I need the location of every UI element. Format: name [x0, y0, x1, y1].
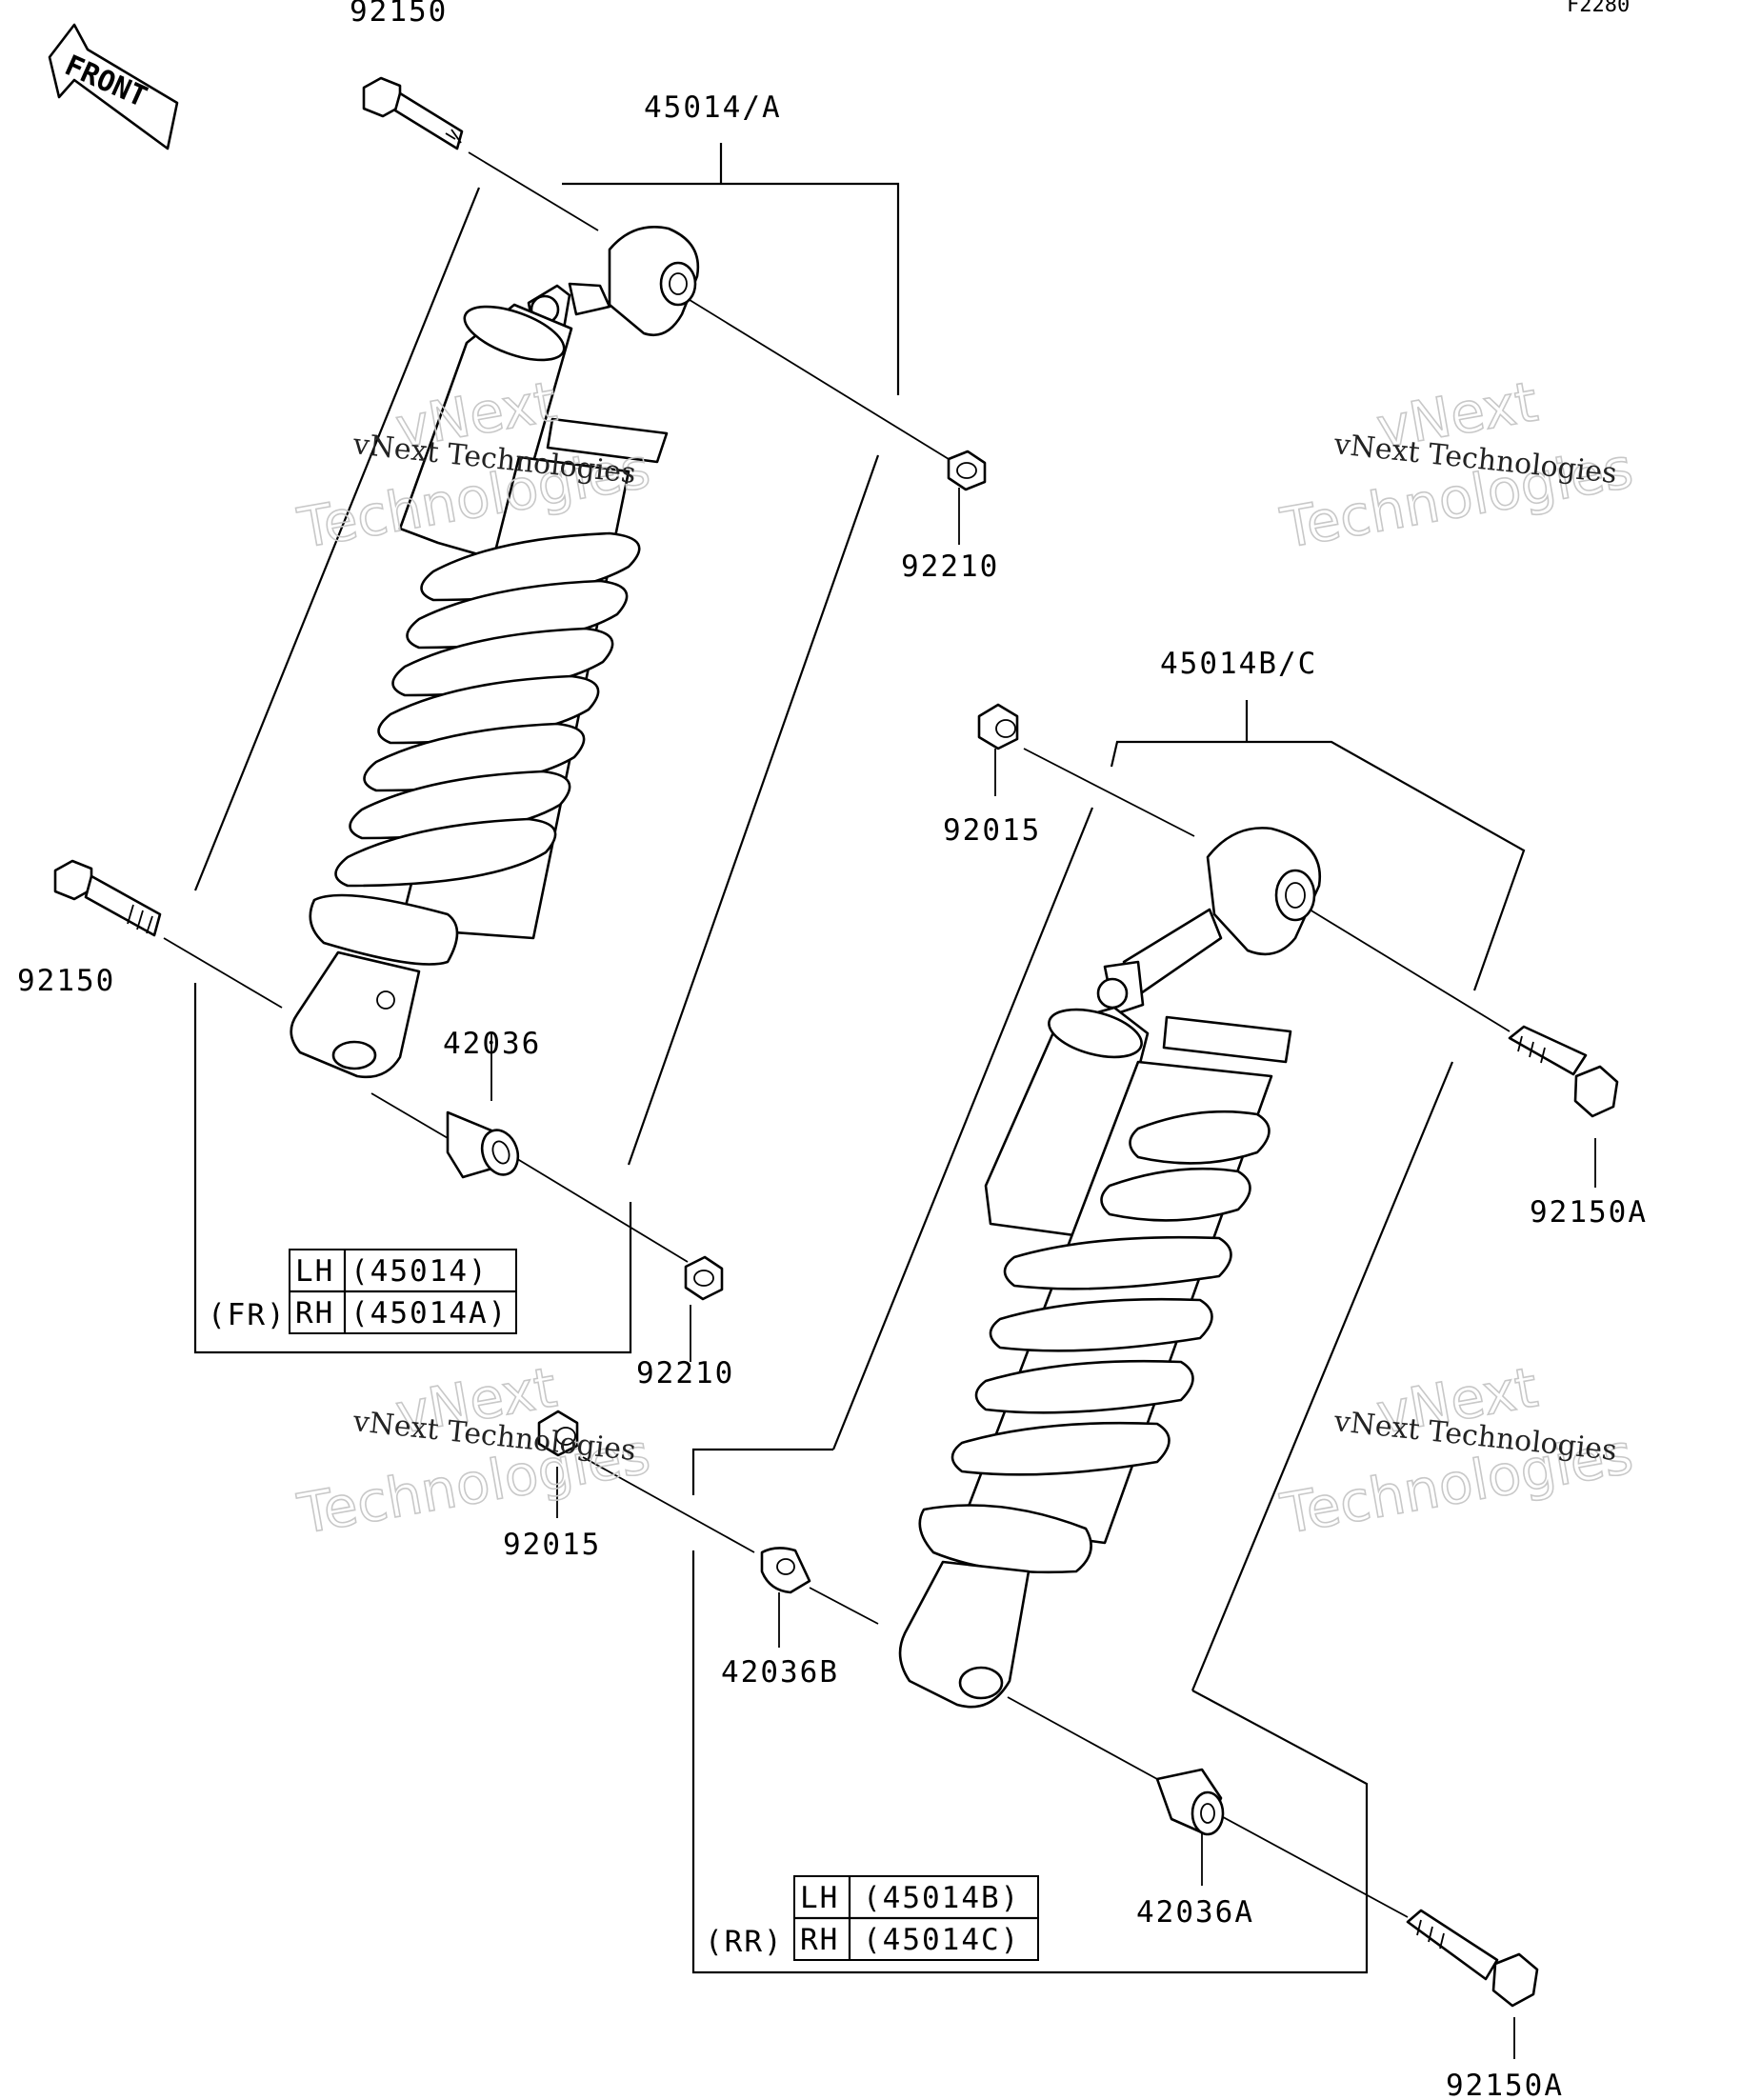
leader-lines [163, 151, 1596, 2059]
bolt-rear-lower-icon [1406, 1909, 1539, 2008]
label-shock-front: 45014/A [644, 90, 782, 125]
label-bolt-front-lower: 92150 [17, 964, 115, 998]
bolt-front-lower-icon [53, 859, 162, 937]
front-table-group: (FR) [208, 1298, 287, 1332]
front-table-lh-part: (45014) [350, 1254, 489, 1289]
front-table-lh: LH [295, 1254, 334, 1289]
rear-assembly-frame [691, 700, 1526, 1974]
front-table-rh: RH [295, 1296, 334, 1330]
rear-table-rh: RH [800, 1923, 839, 1957]
bolt-top-icon [362, 76, 464, 150]
label-collar-rear-left: 42036B [721, 1655, 839, 1690]
rear-table-lh: LH [800, 1881, 839, 1915]
label-bolt-rear-upper: 92150A [1530, 1195, 1648, 1230]
label-collar-rear-right: 42036A [1136, 1895, 1254, 1930]
front-side-table: LH (45014) RH (45014A) (FR) [208, 1249, 517, 1334]
rear-side-table: LH (45014B) RH (45014C) (RR) [705, 1875, 1039, 1961]
label-shock-rear: 45014B/C [1160, 647, 1317, 681]
label-nut-rear-left: 92015 [503, 1528, 601, 1562]
nut-front-lower-icon [684, 1255, 724, 1301]
label-collar-front: 42036 [443, 1027, 541, 1061]
rear-table-rh-part: (45014C) [863, 1923, 1020, 1957]
collar-front-icon [446, 1110, 520, 1179]
rear-table-lh-part: (45014B) [863, 1881, 1020, 1915]
label-bolt-rear-lower: 92150A [1446, 2069, 1564, 2100]
label-bolt-top: 92150 [350, 0, 448, 29]
rear-table-group: (RR) [705, 1925, 784, 1959]
nut-rear-upper-right-icon [977, 703, 1019, 750]
page-code: F2280 [1567, 0, 1630, 17]
watermark-top-left: vNext Technologies vNext Technologies [292, 369, 655, 562]
label-nut-rear-upper-right: 92015 [943, 813, 1041, 848]
bolt-rear-upper-icon [1508, 1025, 1619, 1118]
label-nut-front-upper: 92210 [901, 550, 999, 584]
nut-rear-left-icon [537, 1410, 579, 1457]
label-nut-front-lower: 92210 [636, 1356, 734, 1390]
collar-rear-right-icon [1155, 1768, 1225, 1836]
nut-front-upper-icon [947, 450, 987, 491]
front-assembly-frame [193, 143, 900, 1354]
collar-rear-left-icon [760, 1547, 811, 1594]
front-shock-absorber [290, 226, 700, 1079]
rear-shock-absorber [898, 827, 1322, 1709]
front-table-rh-part: (45014A) [350, 1296, 508, 1330]
